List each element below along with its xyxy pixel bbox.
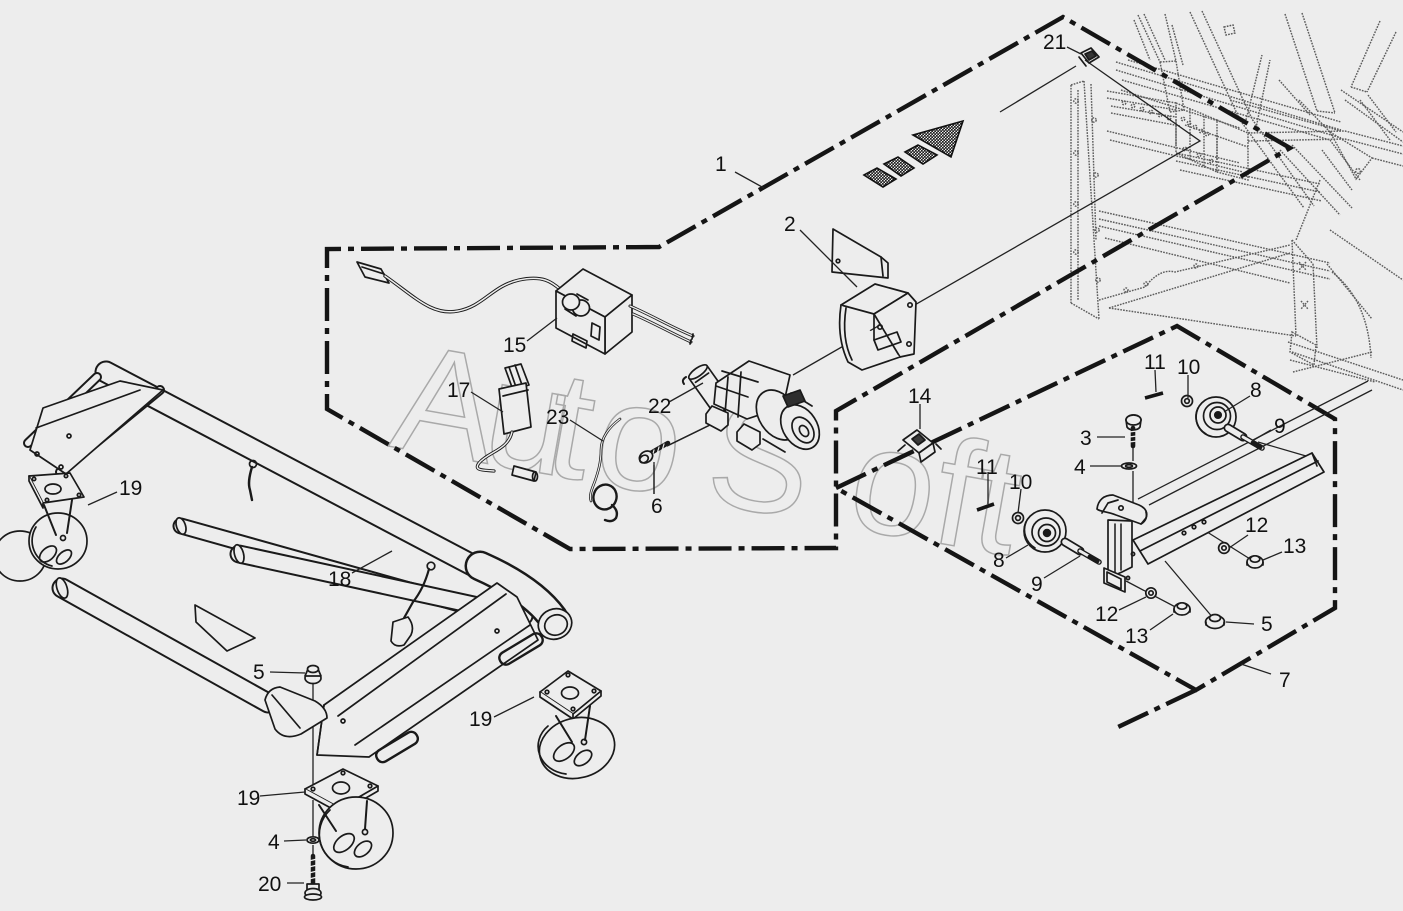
svg-text:10: 10 (1177, 356, 1200, 379)
svg-text:8: 8 (993, 549, 1005, 572)
svg-text:18: 18 (328, 568, 351, 591)
svg-text:15: 15 (503, 334, 526, 357)
svg-text:17: 17 (447, 379, 470, 402)
svg-text:5: 5 (1261, 613, 1273, 636)
svg-text:22: 22 (648, 395, 671, 418)
svg-text:2: 2 (784, 213, 796, 236)
svg-text:6: 6 (651, 495, 663, 518)
svg-text:14: 14 (908, 385, 932, 408)
svg-text:3: 3 (1080, 427, 1092, 450)
svg-text:11: 11 (976, 456, 998, 479)
svg-text:12: 12 (1095, 603, 1118, 626)
svg-text:1: 1 (715, 153, 727, 176)
svg-text:7: 7 (1279, 669, 1291, 692)
svg-text:19: 19 (237, 787, 260, 810)
svg-text:13: 13 (1125, 625, 1148, 648)
svg-text:8: 8 (1250, 379, 1262, 402)
svg-text:10: 10 (1009, 471, 1032, 494)
svg-text:19: 19 (119, 477, 142, 500)
svg-text:20: 20 (258, 873, 281, 896)
svg-text:12: 12 (1245, 514, 1268, 537)
svg-text:5: 5 (253, 661, 265, 684)
svg-text:23: 23 (546, 406, 569, 429)
svg-text:4: 4 (268, 831, 280, 854)
svg-text:11: 11 (1144, 351, 1166, 374)
svg-text:19: 19 (469, 708, 492, 731)
svg-text:9: 9 (1274, 415, 1286, 438)
svg-text:9: 9 (1031, 573, 1043, 596)
svg-text:4: 4 (1074, 456, 1086, 479)
svg-text:13: 13 (1283, 535, 1306, 558)
svg-text:21: 21 (1043, 31, 1066, 54)
